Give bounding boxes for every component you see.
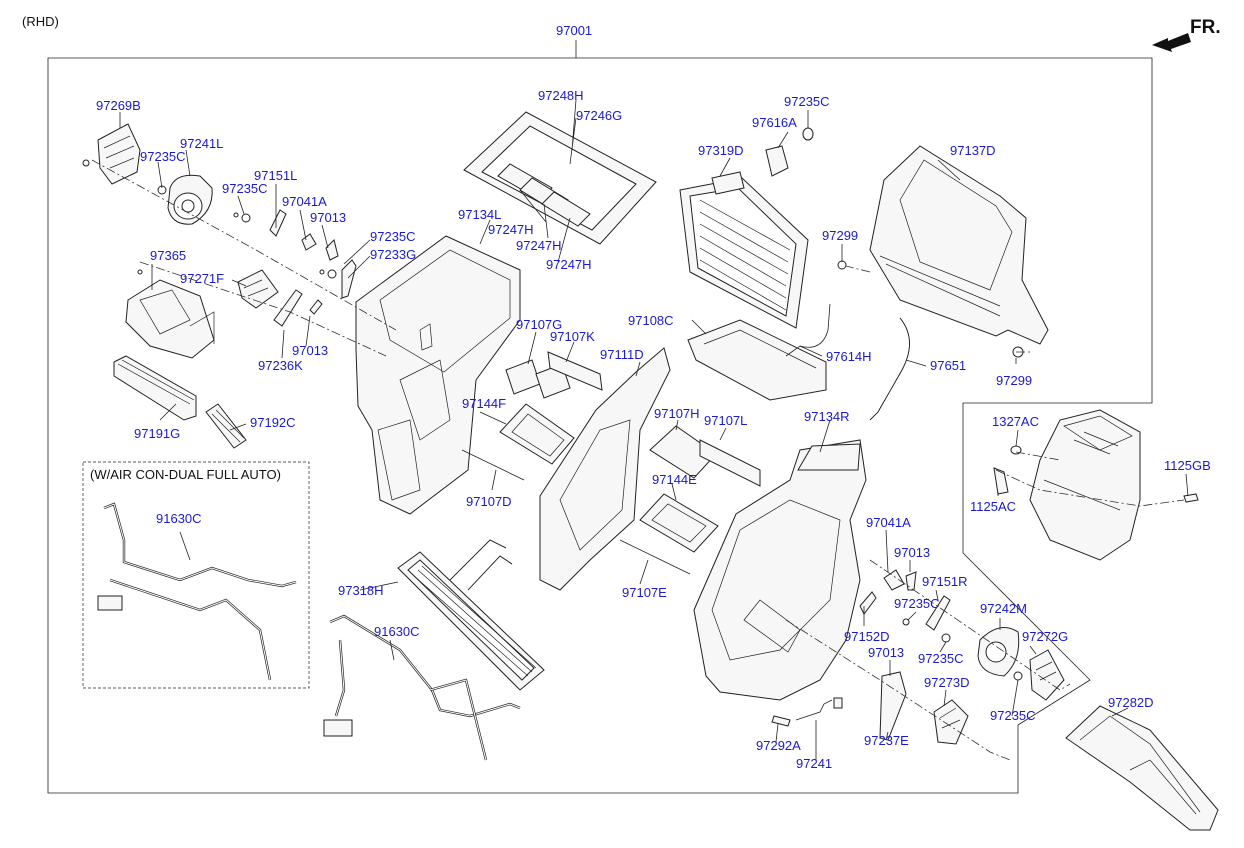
part-label: 97282D (1108, 695, 1154, 710)
part-label: 97248H (538, 88, 584, 103)
option-box (82, 461, 310, 689)
blower-97365 (125, 269, 215, 359)
part-label: 97144F (462, 396, 506, 411)
part-label: 97236K (258, 358, 303, 373)
part-label: 97241L (180, 136, 223, 151)
part-label: 97235C (918, 651, 964, 666)
part-label: 97237E (864, 733, 909, 748)
part-label: 97151R (922, 574, 968, 589)
part-label: 97151L (254, 168, 297, 183)
part-label: 97137D (950, 143, 996, 158)
part-label: 91630C (156, 511, 202, 526)
part-label: 97013 (894, 545, 930, 560)
part-label: 97134L (458, 207, 501, 222)
part-label: 97107H (654, 406, 700, 421)
part-label: 97041A (282, 194, 327, 209)
motor-97241l (167, 174, 213, 225)
part-label: 97241 (796, 756, 832, 771)
part-label: 97191G (134, 426, 180, 441)
duct-97282d (1065, 705, 1219, 831)
actuator-97269b (82, 123, 141, 185)
front-arrow-icon (1152, 33, 1191, 52)
filter-97191g (113, 355, 197, 421)
actuator-97272g (1029, 649, 1065, 701)
part-label: 97365 (150, 248, 186, 263)
case-97137d (869, 145, 1049, 345)
part-label: 97299 (996, 373, 1032, 388)
plate-97111d (539, 347, 671, 591)
part-label: 97107G (516, 317, 562, 332)
part-label: 97651 (930, 358, 966, 373)
part-label: 97616A (752, 115, 797, 130)
part-label: 97272G (1022, 629, 1068, 644)
part-label: 91630C (374, 624, 420, 639)
filter-cover-97192c (205, 403, 247, 449)
assembly-frame (47, 57, 1153, 794)
option-box-title: (W/AIR CON-DUAL FULL AUTO) (90, 467, 281, 482)
part-label: 97247H (546, 257, 592, 272)
part-label: 97134R (804, 409, 850, 424)
part-label: 97144E (652, 472, 697, 487)
part-label: 97235C (370, 229, 416, 244)
part-label: 97247H (516, 238, 562, 253)
drain-pan-97108c (687, 319, 827, 401)
part-label: 97107K (550, 329, 595, 344)
part-label: 97107D (466, 494, 512, 509)
part-label: 97235C (140, 149, 186, 164)
actuator-97271f (237, 269, 279, 309)
part-label: 97108C (628, 313, 674, 328)
part-label: 97013 (310, 210, 346, 225)
part-label: 97233G (370, 247, 416, 262)
assembly-number: 97001 (556, 23, 592, 38)
part-label: 97273D (924, 675, 970, 690)
part-label: 97107E (622, 585, 667, 600)
part-label: 1125GB (1164, 458, 1211, 473)
part-label: 97318H (338, 583, 384, 598)
part-label: 97299 (822, 228, 858, 243)
part-label: 97013 (868, 645, 904, 660)
part-label: 97235C (222, 181, 268, 196)
heater-core-97318h (397, 539, 545, 691)
case-left-97134l (355, 235, 521, 515)
part-label: 97041A (866, 515, 911, 530)
part-label: 97192C (250, 415, 296, 430)
part-label: 1125AC (970, 499, 1016, 514)
part-label: 97235C (784, 94, 830, 109)
harness-option-91630c (97, 502, 297, 681)
part-label: 97107L (704, 413, 747, 428)
front-indicator: FR. (1190, 17, 1221, 38)
part-label: 97152D (844, 629, 890, 644)
part-label: 97292A (756, 738, 801, 753)
part-label: 97235C (894, 596, 940, 611)
part-label: 97319D (698, 143, 744, 158)
part-label: 97111D (600, 347, 644, 362)
part-label: 97235C (990, 708, 1036, 723)
variant-label: (RHD) (22, 14, 59, 29)
evaporator-97319d (679, 171, 809, 329)
part-label: 97242M (980, 601, 1027, 616)
motor-97242m (977, 627, 1020, 677)
actuator-97273d (933, 699, 969, 745)
part-label: 97271F (180, 271, 224, 286)
part-label: 97614H (826, 349, 872, 364)
harness-91630c (323, 614, 521, 761)
part-label: 97269B (96, 98, 141, 113)
part-label: 97246G (576, 108, 622, 123)
part-label: 97247H (488, 222, 534, 237)
hvac-unit-inset (1029, 409, 1141, 561)
doors-center (461, 351, 761, 575)
case-right-97134r (693, 439, 867, 701)
part-label: 97013 (292, 343, 328, 358)
part-label: 1327AC (992, 414, 1039, 429)
